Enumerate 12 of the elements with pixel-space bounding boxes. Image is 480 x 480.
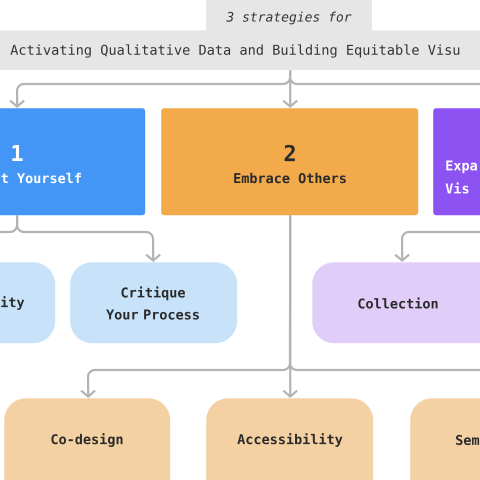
title-banner: 3 strategies for Activating Qualitative Data and Building Equitable Visu (0, 0, 480, 70)
topic-box: Accessibility (206, 398, 374, 480)
topic-box: ity (0, 262, 56, 344)
node-label: 3 strategies for (226, 12, 352, 24)
arrow (394, 230, 480, 262)
topic-box: Collection (312, 262, 480, 344)
strategy-box: 2 Embrace Others (161, 108, 418, 216)
topic-box: Co-design (4, 398, 170, 480)
strategy-box: 1 t Yourself (0, 108, 146, 216)
topic-box: Critique Your Process (70, 262, 238, 344)
topic-box: Sem (410, 398, 480, 480)
strategy-box: Expa Vis (433, 108, 480, 216)
